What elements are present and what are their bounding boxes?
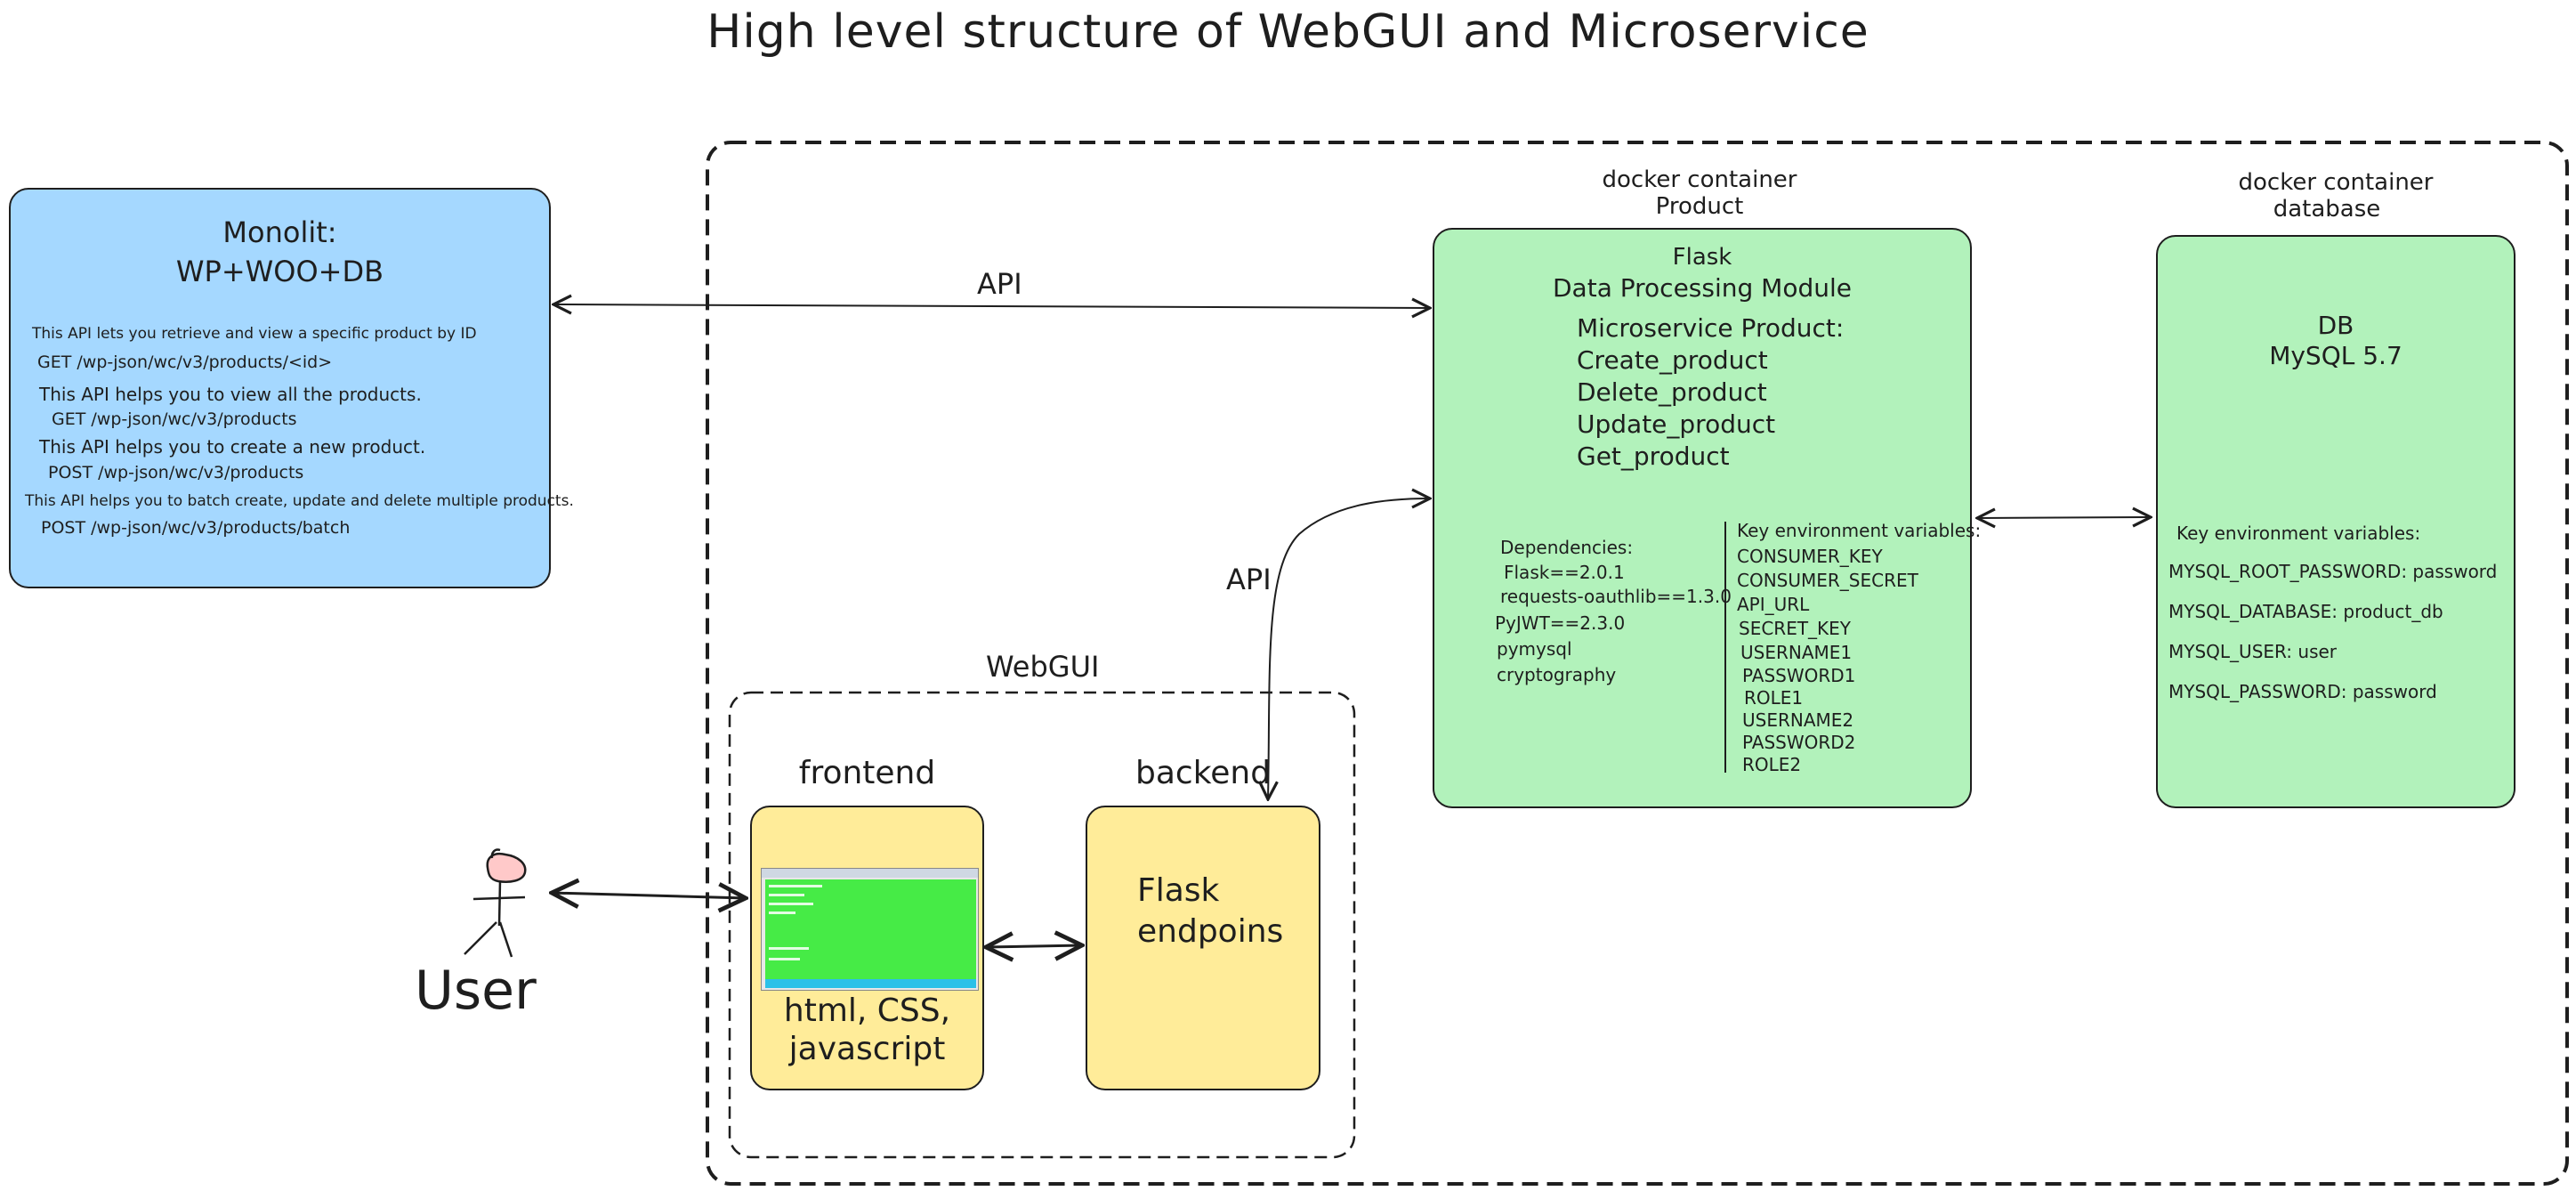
product-heading-1: Flask bbox=[1672, 244, 1732, 271]
dependency-flask: Flask==2.0.1 bbox=[1504, 562, 1625, 583]
user-frontend-arrow bbox=[552, 893, 746, 898]
frontend-backend-arrow bbox=[986, 945, 1082, 947]
env-mysql-user: MYSQL_USER: user bbox=[2168, 641, 2338, 662]
product-env-title: Key environment variables: bbox=[1737, 520, 1982, 541]
microservice-get: Get_product bbox=[1577, 442, 1730, 471]
product-container-label-2: Product bbox=[1655, 193, 1744, 220]
user-stick-figure-icon bbox=[464, 848, 527, 958]
product-heading-2: Data Processing Module bbox=[1553, 273, 1852, 303]
monolit-product-arrow bbox=[553, 304, 1430, 308]
env-secret-key: SECRET_KEY bbox=[1739, 618, 1852, 639]
database-container-label-2: database bbox=[2273, 196, 2381, 223]
microservice-update: Update_product bbox=[1577, 409, 1776, 439]
webgui-label: WebGUI bbox=[986, 650, 1100, 684]
product-container-label-1: docker container bbox=[1602, 166, 1797, 193]
dependency-requests-oauthlib: requests-oauthlib==1.3.0 bbox=[1500, 586, 1732, 607]
monolit-api-endpoint-1: GET /wp-json/wc/v3/products/<id> bbox=[37, 352, 333, 372]
dependency-pymysql: pymysql bbox=[1497, 638, 1572, 660]
backend-api-label: API bbox=[1226, 563, 1272, 596]
product-container-box bbox=[1433, 228, 1972, 808]
dependency-pyjwt: PyJWT==2.3.0 bbox=[1495, 612, 1626, 634]
env-password2: PASSWORD2 bbox=[1742, 732, 1856, 753]
backend-label: backend bbox=[1135, 755, 1272, 791]
database-env-title: Key environment variables: bbox=[2176, 523, 2421, 544]
env-mysql-password: MYSQL_PASSWORD: password bbox=[2168, 681, 2437, 702]
diagram-title: High level structure of WebGUI and Micro… bbox=[707, 5, 1869, 59]
monolit-api-label: API bbox=[977, 267, 1022, 301]
env-mysql-database: MYSQL_DATABASE: product_db bbox=[2168, 601, 2443, 622]
monolit-api-endpoint-2: GET /wp-json/wc/v3/products bbox=[52, 409, 297, 429]
dependency-cryptography: cryptography bbox=[1497, 664, 1617, 685]
monolit-api-desc-3: This API helps you to create a new produ… bbox=[39, 436, 426, 458]
user-label: User bbox=[415, 960, 537, 1022]
frontend-text-2: javascript bbox=[788, 1031, 946, 1067]
env-consumer-secret: CONSUMER_SECRET bbox=[1737, 570, 1918, 591]
database-container-box bbox=[2156, 235, 2515, 808]
backend-text-2: endpoins bbox=[1137, 913, 1284, 950]
database-heading-2: MySQL 5.7 bbox=[2269, 341, 2402, 370]
monolit-heading-2: WP+WOO+DB bbox=[175, 255, 384, 288]
dependencies-title: Dependencies: bbox=[1500, 537, 1634, 558]
database-heading-1: DB bbox=[2317, 311, 2354, 340]
microservice-delete: Delete_product bbox=[1577, 377, 1767, 407]
monolit-api-desc-4: This API helps you to batch create, upda… bbox=[25, 492, 574, 510]
env-role1: ROLE1 bbox=[1744, 687, 1804, 709]
monolit-heading-1: Monolit: bbox=[222, 215, 337, 249]
env-username1: USERNAME1 bbox=[1740, 642, 1853, 663]
webgui-frame bbox=[728, 691, 1356, 1159]
monolit-api-desc-2: This API helps you to view all the produ… bbox=[39, 384, 422, 405]
env-api-url: API_URL bbox=[1737, 594, 1810, 615]
env-consumer-key: CONSUMER_KEY bbox=[1737, 546, 1883, 567]
microservice-create: Create_product bbox=[1577, 345, 1768, 375]
monolit-api-desc-1: This API lets you retrieve and view a sp… bbox=[32, 325, 477, 343]
backend-box bbox=[1086, 806, 1320, 1090]
monolit-box bbox=[9, 188, 551, 588]
env-username2: USERNAME2 bbox=[1742, 709, 1854, 731]
backend-text-1: Flask bbox=[1137, 872, 1220, 909]
frontend-screenshot-thumbnail bbox=[761, 868, 979, 991]
monolit-api-endpoint-3: POST /wp-json/wc/v3/products bbox=[48, 463, 304, 482]
microservice-title: Microservice Product: bbox=[1577, 313, 1845, 343]
product-divider bbox=[1724, 522, 1726, 773]
env-password1: PASSWORD1 bbox=[1742, 665, 1856, 686]
frontend-text-1: html, CSS, bbox=[783, 992, 951, 1029]
frontend-label: frontend bbox=[798, 755, 936, 791]
backend-product-arrow bbox=[1268, 498, 1430, 799]
env-mysql-root-password: MYSQL_ROOT_PASSWORD: password bbox=[2168, 561, 2498, 582]
monolit-api-endpoint-4: POST /wp-json/wc/v3/products/batch bbox=[41, 518, 351, 538]
database-container-label-1: docker container bbox=[2238, 169, 2434, 196]
system-boundary-frame bbox=[706, 141, 2569, 1186]
product-database-arrow bbox=[1977, 517, 2151, 518]
env-role2: ROLE2 bbox=[1742, 754, 1802, 775]
